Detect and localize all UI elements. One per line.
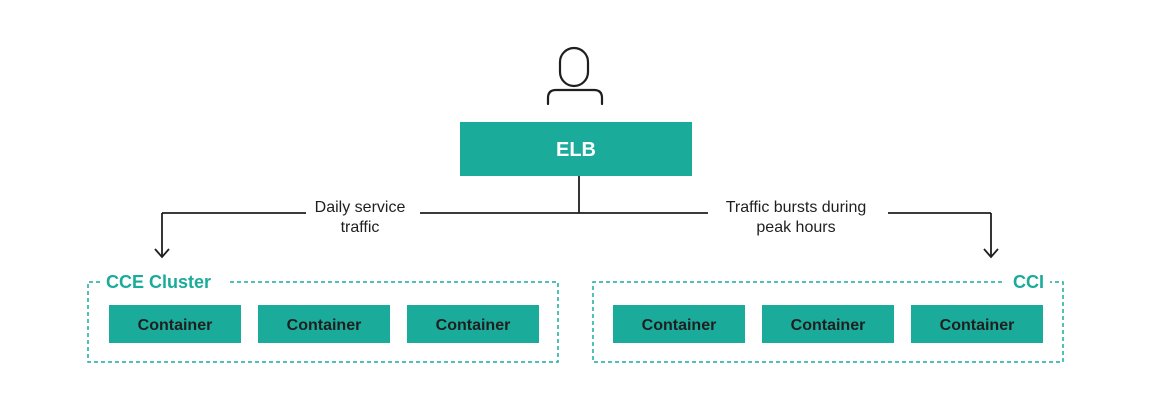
- elb-box: [460, 122, 692, 176]
- container-box: [762, 305, 894, 343]
- left-arrowhead-icon: [154, 248, 170, 259]
- container-label: Container: [642, 317, 717, 334]
- container-box: [109, 305, 241, 343]
- left-flow-label-line1: Daily service: [315, 199, 406, 216]
- left-flow-label-line2: traffic: [341, 219, 380, 236]
- container-label: Container: [436, 317, 511, 334]
- container-label: Container: [791, 317, 866, 334]
- traffic-connectors: [154, 176, 999, 259]
- right-flow-label-line1: Traffic bursts during: [726, 199, 867, 216]
- cce-cluster-title: CCE Cluster: [106, 272, 211, 292]
- container-box: [407, 305, 539, 343]
- cce-cluster-group: [87, 281, 559, 363]
- container-box: [258, 305, 390, 343]
- cci-group: [592, 281, 1064, 363]
- container-label: Container: [287, 317, 362, 334]
- user-icon: [546, 46, 604, 106]
- cci-border: [592, 281, 1064, 363]
- container-label: Container: [940, 317, 1015, 334]
- container-box: [613, 305, 745, 343]
- right-flow-label-line2: peak hours: [756, 219, 835, 236]
- cci-title: CCI: [1013, 272, 1044, 292]
- cce-cluster-border: [87, 281, 559, 363]
- container-label: Container: [138, 317, 213, 334]
- container-box: [911, 305, 1043, 343]
- right-arrowhead-icon: [983, 248, 999, 259]
- elb-label: ELB: [556, 139, 596, 161]
